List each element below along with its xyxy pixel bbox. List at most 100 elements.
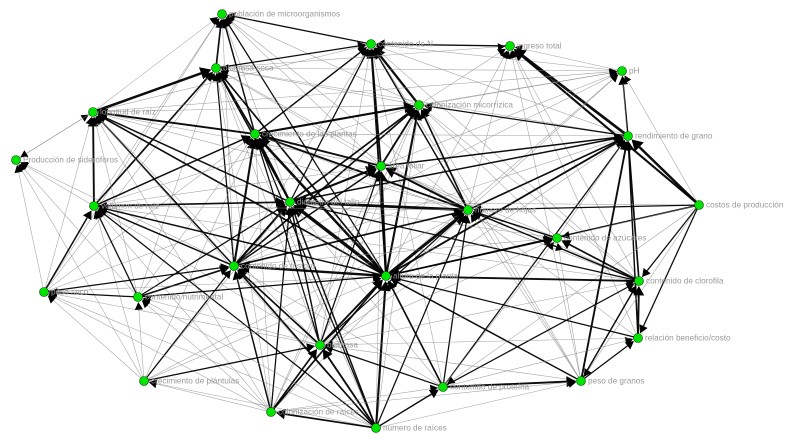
graph-edge bbox=[321, 116, 415, 341]
graph-edge bbox=[447, 340, 626, 387]
graph-node-produccion_sideroforos[interactable] bbox=[11, 155, 21, 165]
graph-edge bbox=[397, 281, 578, 380]
graph-node-relacion_beneficio_costo[interactable] bbox=[633, 333, 643, 343]
graph-edge bbox=[141, 208, 280, 296]
graph-edge-arrowhead bbox=[447, 376, 456, 385]
graph-edge bbox=[323, 242, 546, 344]
graph-node-rendimiento_grano[interactable] bbox=[623, 131, 633, 141]
graph-edge bbox=[98, 108, 408, 205]
graph-node-label-ph: pH bbox=[629, 67, 640, 76]
graph-node-contenido_nutrimental[interactable] bbox=[133, 292, 143, 302]
graph-edge bbox=[477, 217, 635, 336]
graph-node-contenido_n[interactable] bbox=[366, 39, 376, 49]
graph-node-poblacion_microorganismos[interactable] bbox=[217, 9, 227, 19]
graph-node-contenido_azucares[interactable] bbox=[552, 233, 562, 243]
graph-edge bbox=[512, 57, 581, 377]
graph-edge bbox=[140, 144, 248, 294]
graph-edge bbox=[628, 149, 640, 277]
graph-edge bbox=[228, 70, 415, 105]
graph-edge bbox=[559, 146, 621, 235]
graph-edge bbox=[102, 215, 269, 409]
graph-node-colonizacion_micorrizica[interactable] bbox=[414, 100, 424, 110]
graph-edge bbox=[569, 205, 695, 236]
graph-edge bbox=[260, 147, 289, 199]
graph-edge bbox=[637, 295, 640, 334]
graph-node-contenido_clorofila[interactable] bbox=[634, 276, 644, 286]
graph-edge-arrowhead bbox=[387, 280, 397, 291]
graph-edge bbox=[142, 276, 373, 298]
graph-edge-arrowhead bbox=[561, 239, 572, 250]
graph-edge bbox=[106, 207, 635, 281]
graph-node-crecimiento_plantas[interactable] bbox=[250, 129, 260, 139]
graph-edge bbox=[258, 146, 320, 341]
node-layer bbox=[11, 9, 704, 433]
graph-node-longitud_raiz[interactable] bbox=[88, 107, 98, 117]
graph-node-crecimiento_plantulas[interactable] bbox=[139, 376, 149, 386]
graph-edge-arrowhead bbox=[497, 48, 506, 57]
graph-edge bbox=[377, 55, 467, 207]
graph-node-numero_hojas[interactable] bbox=[463, 205, 473, 215]
graph-edge-arrowhead bbox=[390, 274, 400, 284]
graph-node-peso_seco[interactable] bbox=[39, 287, 49, 297]
graph-node-numero_raices[interactable] bbox=[371, 423, 381, 433]
graph-edge bbox=[259, 145, 375, 425]
graph-edge bbox=[238, 139, 617, 265]
graph-node-diametro_tallo[interactable] bbox=[285, 197, 295, 207]
graph-edge-arrowhead bbox=[276, 202, 286, 211]
graph-edge bbox=[322, 218, 459, 343]
graph-node-biomasa[interactable] bbox=[315, 340, 325, 350]
graph-edge bbox=[273, 286, 378, 410]
graph-edge bbox=[558, 250, 581, 377]
graph-node-volumen_raiz[interactable] bbox=[89, 201, 99, 211]
graph-edge bbox=[514, 57, 637, 334]
graph-node-peso_granos[interactable] bbox=[576, 376, 586, 386]
graph-edge-arrowhead bbox=[385, 166, 395, 175]
graph-node-area_foliar[interactable] bbox=[376, 161, 386, 171]
graph-edge bbox=[445, 247, 550, 384]
graph-edge-arrowhead bbox=[374, 47, 383, 55]
graph-edge-arrowhead bbox=[365, 48, 373, 57]
graph-edge-arrowhead bbox=[561, 231, 571, 240]
graph-edge-arrowhead bbox=[85, 116, 94, 126]
graph-edge bbox=[145, 145, 251, 378]
graph-node-costos_produccion[interactable] bbox=[694, 200, 704, 210]
graph-edge-arrowhead bbox=[373, 48, 381, 57]
graph-edge bbox=[228, 67, 618, 72]
graph-edge bbox=[98, 201, 276, 207]
graph-edge bbox=[98, 167, 369, 206]
graph-edge bbox=[106, 205, 464, 211]
graph-edge bbox=[584, 345, 628, 379]
graph-edge bbox=[292, 215, 320, 341]
graph-node-contenido_fosforo[interactable] bbox=[229, 261, 239, 271]
graph-edge bbox=[26, 114, 90, 154]
graph-node-ph[interactable] bbox=[617, 66, 627, 76]
graph-node-ingreso_total[interactable] bbox=[505, 41, 515, 51]
graph-edge bbox=[273, 218, 460, 409]
graph-edge bbox=[327, 356, 375, 425]
graph-edge-arrowhead bbox=[82, 210, 92, 221]
graph-edge bbox=[389, 79, 613, 274]
graph-node-contenido_proteina[interactable] bbox=[438, 382, 448, 392]
graph-edge bbox=[453, 207, 696, 380]
graph-edge-arrowhead bbox=[642, 267, 651, 278]
graph-edge-arrowhead bbox=[217, 72, 225, 81]
graph-edge bbox=[297, 211, 441, 384]
graph-edge-arrowhead bbox=[14, 164, 23, 174]
graph-edge bbox=[302, 201, 695, 206]
graph-edge bbox=[379, 51, 636, 279]
graph-edge bbox=[96, 77, 208, 204]
graph-edge bbox=[258, 51, 361, 132]
graph-edge bbox=[388, 218, 457, 275]
graph-edge-arrowhead bbox=[322, 349, 333, 361]
graph-edge bbox=[96, 72, 202, 112]
graph-node-altura_planta[interactable] bbox=[381, 271, 391, 281]
graph-edge-arrowhead bbox=[222, 269, 231, 280]
graph-node-colonizacion_raices[interactable] bbox=[266, 407, 276, 417]
graph-node-biomasa_seca[interactable] bbox=[211, 63, 221, 73]
graph-edge bbox=[236, 54, 365, 263]
graph-node-label-contenido_clorofila: contenido de clorofila bbox=[646, 277, 724, 286]
graph-edge-arrowhead bbox=[373, 272, 382, 281]
graph-edge bbox=[293, 170, 368, 202]
graph-edge-arrowhead bbox=[405, 108, 416, 119]
